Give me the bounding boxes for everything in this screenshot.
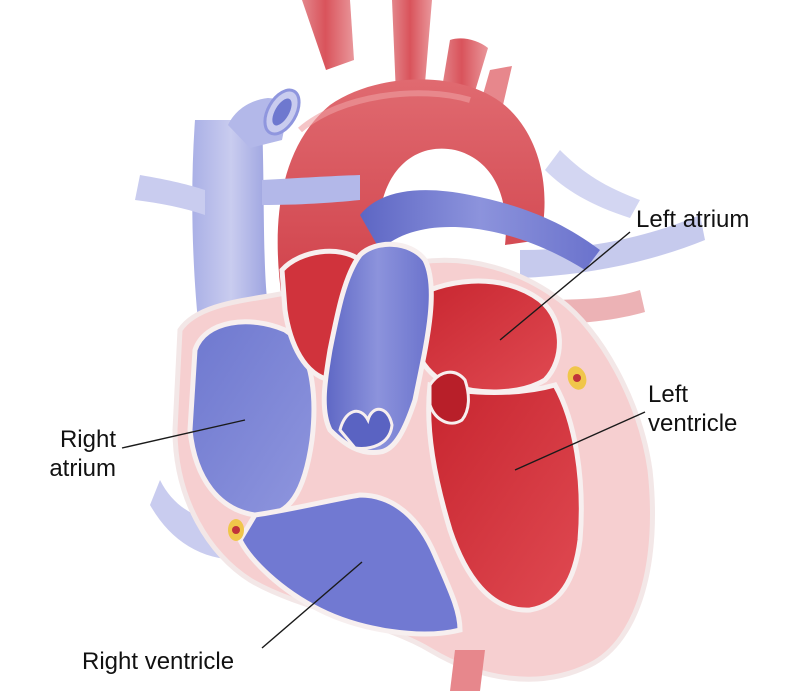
leader-right-atrium	[121, 419, 246, 449]
leader-left-atrium	[499, 231, 631, 341]
label-right-ventricle: Right ventricle	[82, 648, 235, 675]
aortic-valve	[428, 370, 470, 425]
label-right-atrium-line-1: Right	[59, 426, 116, 453]
label-right-atrium: Right atrium	[30, 425, 116, 483]
right-ventricle-outflow	[321, 241, 434, 456]
coronary-vessels	[228, 366, 587, 541]
left-ventricle-chamber	[426, 381, 584, 613]
label-left-ventricle: Left ventricle	[648, 380, 737, 438]
left-atrium-chamber	[406, 278, 562, 395]
label-left-atrium: Left atrium	[636, 206, 750, 233]
descending-aorta	[450, 650, 485, 691]
aortic-arch	[277, 79, 545, 301]
label-right-atrium-line-2: atrium	[49, 455, 116, 482]
leader-right-ventricle	[261, 561, 363, 649]
pulmonary-artery	[360, 190, 600, 270]
superior-vena-cava	[135, 88, 360, 340]
right-ventricle-chamber	[237, 492, 463, 637]
leader-left-ventricle	[514, 411, 646, 471]
label-left-ventricle-line-1: Left	[648, 381, 689, 408]
right-atrium-chamber	[187, 319, 317, 519]
label-left-ventricle-line-2: ventricle	[648, 410, 738, 437]
